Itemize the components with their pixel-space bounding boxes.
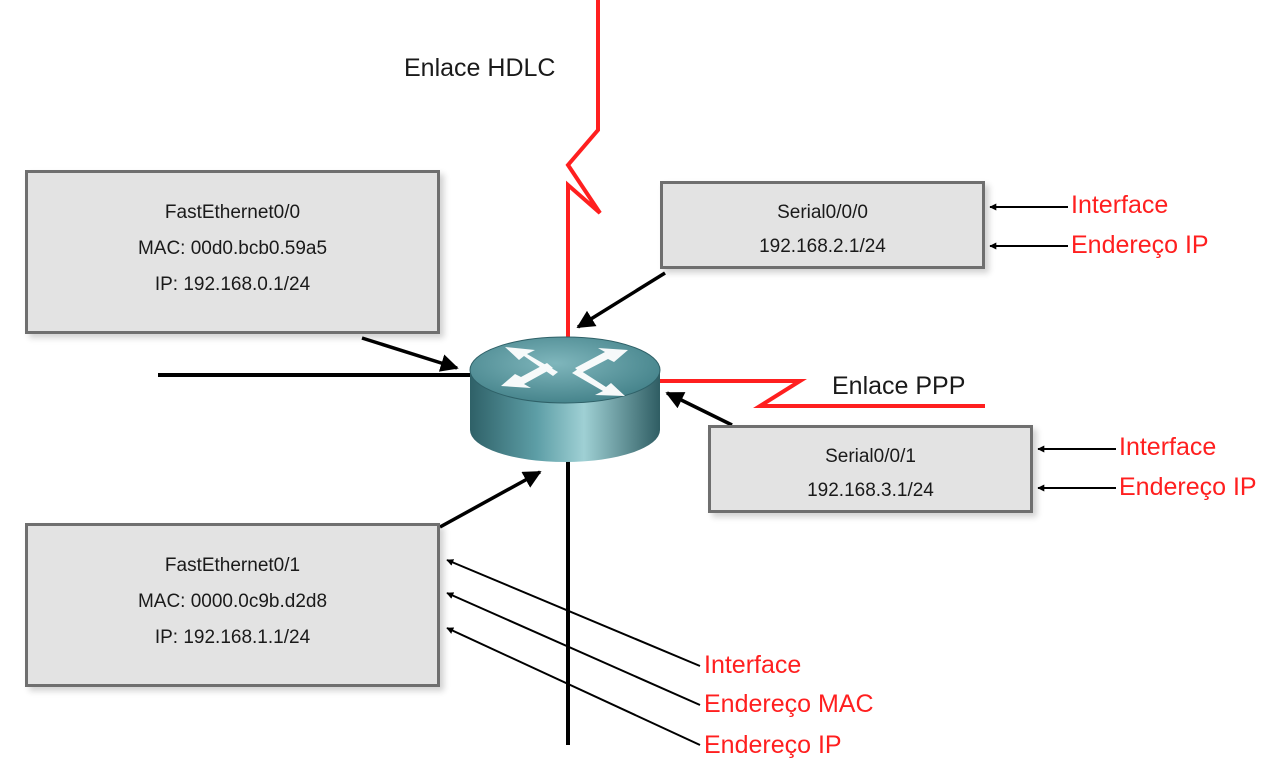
arrow-s001-to-router [665,391,733,427]
callout-fa01-ip: Endereço IP [704,731,842,759]
ppp-link-label: Enlace PPP [832,372,966,400]
hdlc-link [565,0,602,340]
fastethernet0-1-box: FastEthernet0/1 MAC: 0000.0c9b.d2d8 IP: … [25,523,440,687]
callout-arrow-fa01-mac [446,592,701,706]
fastethernet0-0-ip: IP: 192.168.0.1/24 [154,274,311,295]
callout-s000-ip: Endereço IP [1071,231,1209,259]
arrow-fa00-to-router [361,336,459,372]
serial0-0-0-box: Serial0/0/0 192.168.2.1/24 [660,181,985,269]
arrow-s000-to-router [576,271,666,329]
serial0-0-1-ip: 192.168.3.1/24 [807,480,934,501]
callout-arrow-fa01-interface [446,559,701,667]
fastethernet0-0-mac: MAC: 00d0.bcb0.59a5 [137,238,328,259]
callout-fa01-interface: Interface [704,651,802,679]
serial0-0-0-name: Serial0/0/0 [777,202,868,223]
fastethernet0-0-box: FastEthernet0/0 MAC: 00d0.bcb0.59a5 IP: … [25,170,440,334]
serial0-0-0-ip: 192.168.2.1/24 [759,236,886,257]
fastethernet0-0-name: FastEthernet0/0 [164,202,301,223]
serial0-0-1-name: Serial0/0/1 [825,446,916,467]
callout-s000-interface: Interface [1071,191,1169,219]
router-icon [469,336,661,462]
serial0-0-1-box: Serial0/0/1 192.168.3.1/24 [708,425,1033,513]
fastethernet0-1-name: FastEthernet0/1 [164,555,301,576]
ppp-link [650,379,985,408]
fastethernet0-1-ip: IP: 192.168.1.1/24 [154,627,311,648]
hdlc-link-label: Enlace HDLC [404,54,556,82]
callout-arrow-fa01-ip [446,627,701,746]
callout-fa01-mac: Endereço MAC [704,690,874,718]
arrow-fa01-to-router [439,470,542,529]
fastethernet0-1-mac: MAC: 0000.0c9b.d2d8 [137,591,328,612]
callout-s001-ip: Endereço IP [1119,473,1257,501]
callout-s001-interface: Interface [1119,433,1217,461]
